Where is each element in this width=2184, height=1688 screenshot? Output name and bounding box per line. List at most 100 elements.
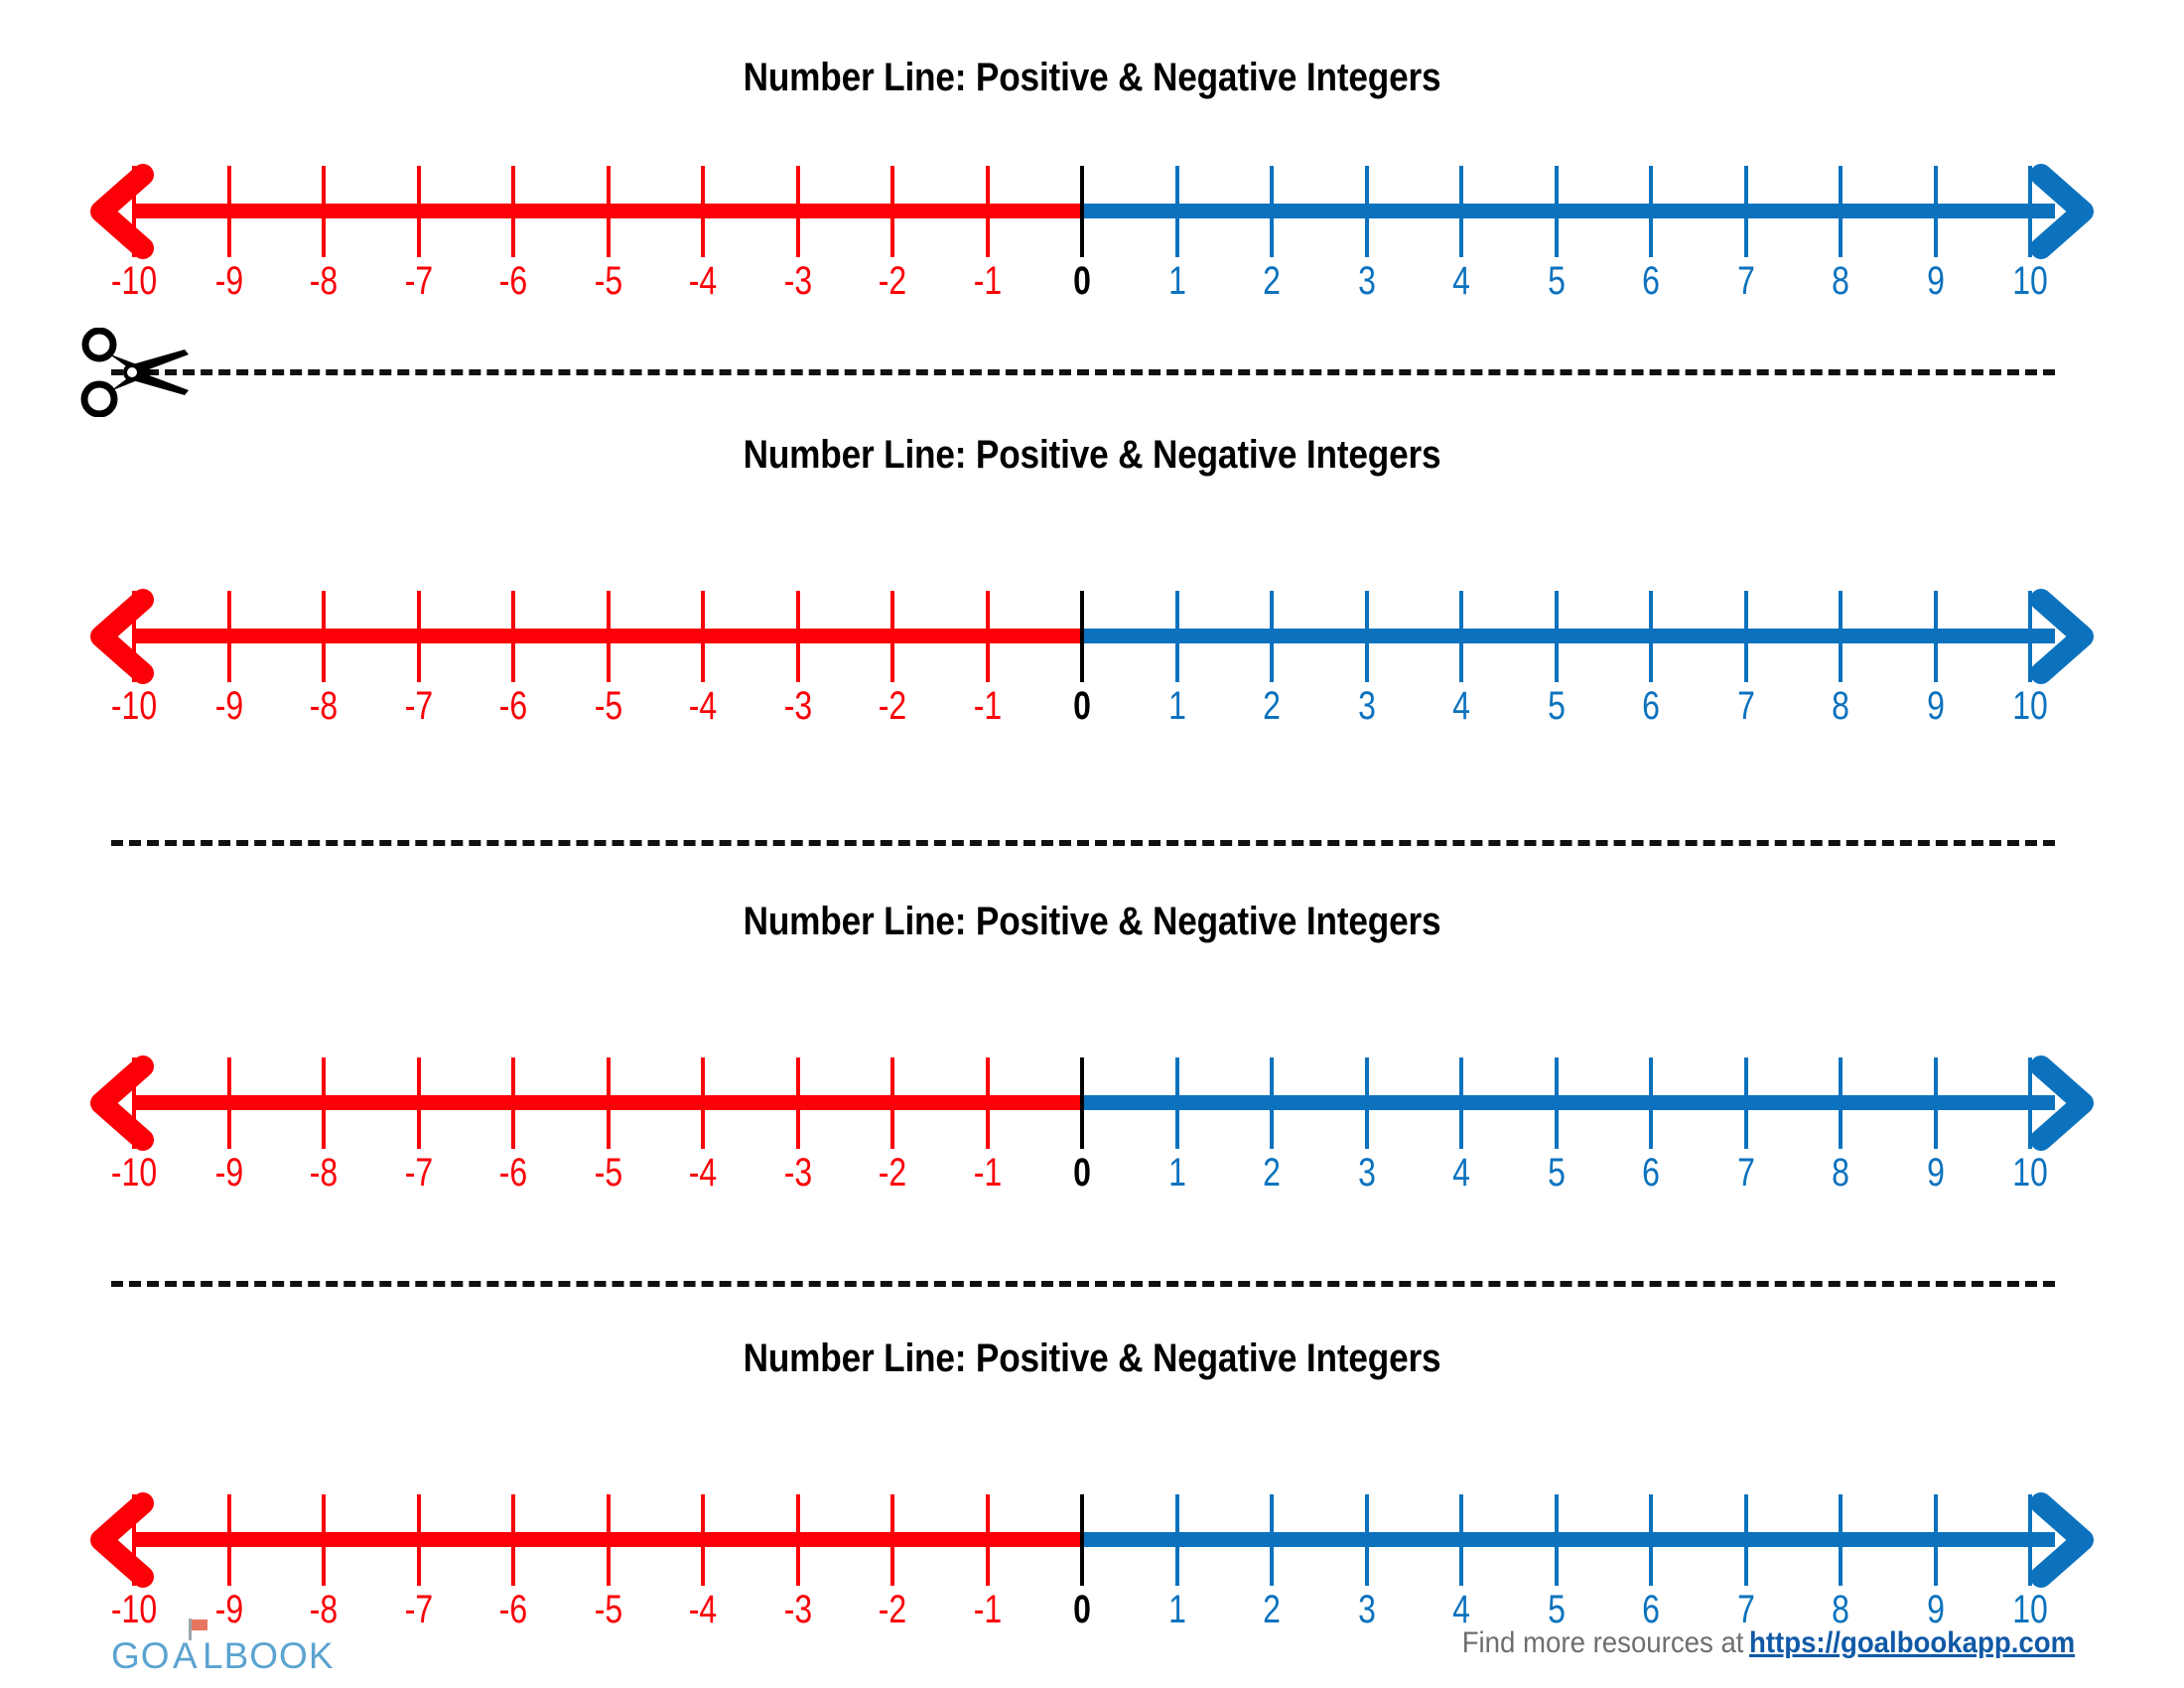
tick-label-10: 10 bbox=[2012, 684, 2048, 728]
tick-label-neg10: -10 bbox=[110, 1588, 158, 1631]
tick-label-neg6: -6 bbox=[498, 1151, 528, 1195]
tick-label-4: 4 bbox=[1452, 259, 1470, 303]
tick-label-2: 2 bbox=[1263, 684, 1281, 728]
tick-mark-0 bbox=[1080, 1057, 1084, 1149]
tick-mark-10 bbox=[2028, 166, 2032, 257]
tick-label-neg1: -1 bbox=[973, 1151, 1002, 1195]
tick-mark-9 bbox=[1933, 1494, 1938, 1586]
tick-mark-neg1 bbox=[985, 1057, 990, 1149]
tick-mark-neg6 bbox=[511, 166, 515, 257]
page-title: Number Line: Positive & Negative Integer… bbox=[743, 1336, 1441, 1380]
tick-mark-9 bbox=[1933, 1057, 1938, 1149]
tick-label-neg2: -2 bbox=[878, 684, 907, 728]
tick-mark-neg4 bbox=[701, 1057, 705, 1149]
tick-mark-neg9 bbox=[226, 1057, 231, 1149]
tick-mark-5 bbox=[1554, 166, 1559, 257]
tick-label-5: 5 bbox=[1547, 1151, 1566, 1195]
tick-label-2: 2 bbox=[1263, 259, 1281, 303]
tick-label-neg9: -9 bbox=[214, 1151, 243, 1195]
tick-label-neg1: -1 bbox=[973, 1588, 1002, 1631]
tick-label-1: 1 bbox=[1167, 1151, 1186, 1195]
tick-mark-neg1 bbox=[985, 591, 990, 682]
tick-mark-neg8 bbox=[322, 591, 326, 682]
tick-mark-7 bbox=[1743, 591, 1748, 682]
tick-label-4: 4 bbox=[1452, 1588, 1470, 1631]
tick-label-7: 7 bbox=[1736, 684, 1755, 728]
tick-mark-0 bbox=[1080, 591, 1084, 682]
number-line-section-1: Number Line: Positive & Negative Integer… bbox=[0, 56, 2184, 303]
tick-mark-3 bbox=[1364, 1057, 1369, 1149]
tick-label-8: 8 bbox=[1832, 1151, 1849, 1195]
tick-mark-neg1 bbox=[985, 1494, 990, 1586]
tick-mark-neg1 bbox=[985, 166, 990, 257]
tick-label-3: 3 bbox=[1357, 684, 1376, 728]
tick-label-neg6: -6 bbox=[498, 259, 528, 303]
tick-label-9: 9 bbox=[1926, 259, 1945, 303]
tick-label-1: 1 bbox=[1167, 1588, 1186, 1631]
number-line-section-4: Number Line: Positive & Negative Integer… bbox=[0, 1336, 2184, 1631]
tick-label-neg3: -3 bbox=[783, 259, 812, 303]
goalbook-link[interactable]: https://goalbookapp.com bbox=[1748, 1626, 2075, 1659]
arrow-right-icon bbox=[2003, 1492, 2094, 1588]
tick-mark-neg8 bbox=[322, 1057, 326, 1149]
arrow-left-icon bbox=[90, 1055, 181, 1151]
tick-mark-neg9 bbox=[226, 591, 231, 682]
tick-mark-1 bbox=[1174, 1057, 1179, 1149]
tick-mark-1 bbox=[1174, 1494, 1179, 1586]
tick-label-neg9: -9 bbox=[214, 259, 243, 303]
tick-mark-4 bbox=[1459, 591, 1463, 682]
tick-mark-6 bbox=[1649, 1494, 1653, 1586]
cut-line-3 bbox=[111, 1281, 2055, 1287]
tick-mark-0 bbox=[1080, 1494, 1084, 1586]
number-line-section-3: Number Line: Positive & Negative Integer… bbox=[0, 902, 2184, 1195]
tick-mark-neg3 bbox=[795, 1057, 800, 1149]
tick-mark-neg6 bbox=[511, 591, 515, 682]
tick-mark-5 bbox=[1554, 1494, 1559, 1586]
tick-label-neg6: -6 bbox=[498, 684, 528, 728]
tick-mark-neg10 bbox=[132, 591, 136, 682]
arrow-left-icon bbox=[90, 589, 181, 684]
tick-label-6: 6 bbox=[1642, 684, 1660, 728]
tick-mark-neg5 bbox=[606, 1057, 611, 1149]
page-title: Number Line: Positive & Negative Integer… bbox=[743, 56, 1441, 99]
scissors-icon bbox=[77, 328, 197, 417]
tick-label-neg8: -8 bbox=[309, 259, 339, 303]
tick-mark-7 bbox=[1743, 1057, 1748, 1149]
tick-mark-neg2 bbox=[890, 591, 894, 682]
tick-mark-neg5 bbox=[606, 166, 611, 257]
tick-label-neg2: -2 bbox=[878, 1588, 907, 1631]
tick-mark-1 bbox=[1174, 591, 1179, 682]
tick-label-neg3: -3 bbox=[783, 1588, 812, 1631]
tick-label-neg6: -6 bbox=[498, 1588, 528, 1631]
tick-label-neg1: -1 bbox=[973, 259, 1002, 303]
tick-label-6: 6 bbox=[1642, 1588, 1660, 1631]
tick-label-7: 7 bbox=[1736, 1151, 1755, 1195]
arrow-left-icon bbox=[90, 1492, 181, 1588]
tick-label-neg9: -9 bbox=[214, 684, 243, 728]
tick-label-6: 6 bbox=[1642, 259, 1660, 303]
tick-label-neg4: -4 bbox=[688, 1588, 718, 1631]
tick-mark-neg5 bbox=[606, 1494, 611, 1586]
tick-mark-5 bbox=[1554, 591, 1559, 682]
tick-label-neg5: -5 bbox=[594, 259, 622, 303]
tick-label-neg5: -5 bbox=[594, 1151, 622, 1195]
tick-label-0: 0 bbox=[1073, 1151, 1091, 1195]
tick-label-10: 10 bbox=[2012, 1588, 2048, 1631]
tick-mark-neg8 bbox=[322, 1494, 326, 1586]
goalbook-logo[interactable]: GO A LBOOK bbox=[111, 1617, 349, 1686]
arrow-left-icon bbox=[90, 164, 181, 259]
number-line-section-2: Number Line: Positive & Negative Integer… bbox=[0, 435, 2184, 728]
tick-label-neg8: -8 bbox=[309, 1588, 339, 1631]
tick-label-4: 4 bbox=[1452, 684, 1470, 728]
cut-line-1 bbox=[111, 369, 2055, 375]
tick-mark-5 bbox=[1554, 1057, 1559, 1149]
tick-label-neg8: -8 bbox=[309, 1151, 339, 1195]
tick-mark-2 bbox=[1270, 166, 1274, 257]
tick-label-3: 3 bbox=[1357, 259, 1376, 303]
axis-positive bbox=[1082, 1095, 2055, 1110]
tick-label-8: 8 bbox=[1832, 684, 1849, 728]
arrow-right-icon bbox=[2003, 1055, 2094, 1151]
